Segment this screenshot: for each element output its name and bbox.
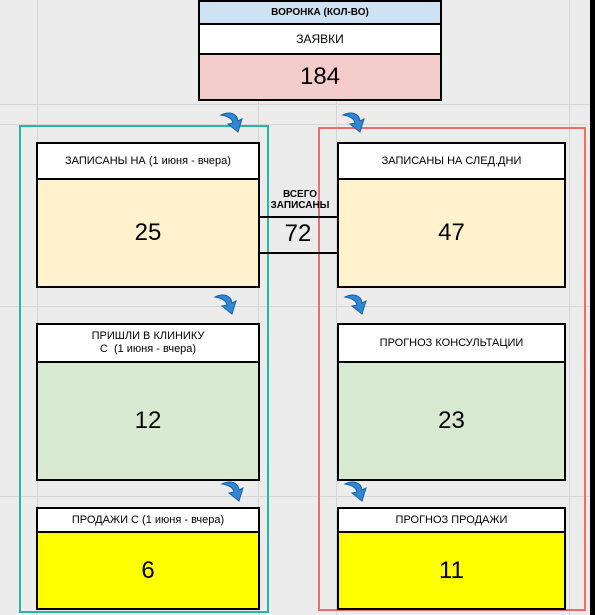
gridline bbox=[569, 0, 570, 615]
total-booked-value: 72 bbox=[284, 220, 312, 247]
right-sales-value: 11 bbox=[337, 531, 566, 610]
flow-arrow-icon bbox=[343, 294, 367, 315]
gridline bbox=[336, 0, 337, 615]
gridline bbox=[37, 0, 38, 615]
left-sales-label: ПРОДАЖИ С (1 июня - вчера) bbox=[36, 507, 260, 533]
total-booked-label-line1: ВСЕГО bbox=[282, 189, 318, 200]
left-visited-label-line1: ПРИШЛИ В КЛИНИКУ bbox=[91, 330, 205, 342]
left-sales-value: 6 bbox=[36, 531, 260, 610]
total-top-line bbox=[259, 216, 339, 218]
gridline bbox=[258, 0, 259, 615]
right-consult-value: 23 bbox=[337, 361, 566, 481]
flow-arrow-icon bbox=[343, 481, 367, 502]
requests-label: ЗАЯВКИ bbox=[198, 23, 442, 55]
gridline bbox=[0, 104, 590, 105]
left-section-frame bbox=[19, 125, 269, 613]
left-visited-label-line2: С (1 июня - вчера) bbox=[99, 343, 197, 355]
total-bottom-line bbox=[259, 252, 339, 254]
flow-arrow-icon bbox=[220, 481, 244, 502]
total-booked-label: ВСЕГО ЗАПИСАНЫ bbox=[264, 189, 336, 211]
left-booked-value: 25 bbox=[36, 178, 260, 288]
flow-arrow-icon bbox=[213, 294, 237, 315]
right-section-frame bbox=[318, 127, 586, 611]
left-visited-value: 12 bbox=[36, 361, 260, 481]
right-booked-value: 47 bbox=[337, 178, 566, 288]
left-booked-label: ЗАПИСАНЫ НА (1 июня - вчера) bbox=[36, 142, 260, 180]
left-visited-label: ПРИШЛИ В КЛИНИКУ С (1 июня - вчера) bbox=[36, 323, 260, 363]
requests-value: 184 bbox=[198, 53, 442, 101]
flow-arrow-icon bbox=[341, 112, 365, 133]
gridline bbox=[0, 124, 590, 125]
flow-arrow-icon bbox=[219, 112, 243, 133]
gridline bbox=[0, 496, 590, 497]
right-booked-label: ЗАПИСАНЫ НА СЛЕД.ДНИ bbox=[337, 142, 566, 180]
total-booked-label-line2: ЗАПИСАНЫ bbox=[270, 200, 330, 211]
right-sales-label: ПРОГНОЗ ПРОДАЖИ bbox=[337, 507, 566, 533]
right-consult-label: ПРОГНОЗ КОНСУЛЬТАЦИИ bbox=[337, 323, 566, 363]
gridline bbox=[0, 306, 590, 307]
funnel-title: ВОРОНКА (КОЛ-ВО) bbox=[198, 0, 442, 25]
